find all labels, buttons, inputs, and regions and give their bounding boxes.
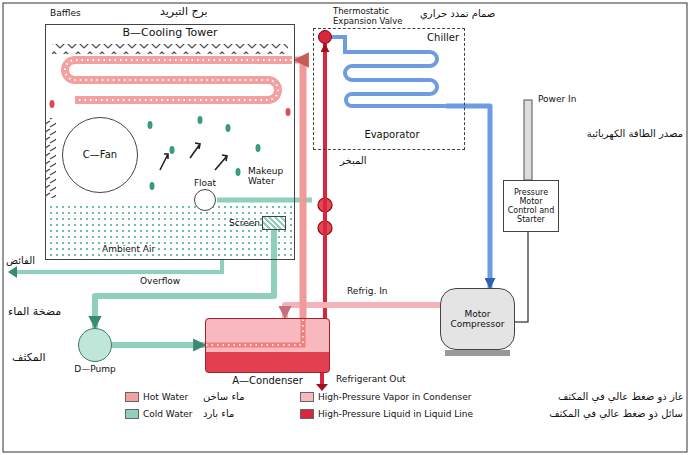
compressor-base	[445, 350, 510, 356]
compressor: Motor Compressor	[440, 288, 515, 350]
pipe-connector	[295, 60, 303, 318]
fan: C—Fan	[62, 117, 138, 193]
condenser-liquid	[206, 352, 329, 372]
annotation: المبخر	[340, 155, 367, 167]
annotation: المكثف	[12, 352, 46, 365]
legend-swatch	[300, 409, 314, 419]
refrigerant-out-arrow	[316, 384, 328, 391]
makeup-pipe	[217, 198, 312, 203]
cooling-tower: B—Cooling TowerC—FanFloatScreen	[45, 24, 295, 260]
legend-item: Hot Water	[125, 392, 188, 402]
tower-basin	[46, 205, 294, 259]
condenser-coil	[206, 319, 303, 345]
power-conduit	[524, 100, 532, 180]
legend-text: High-Pressure Vapor in Condenser	[318, 392, 471, 402]
node-label: Screen	[229, 218, 260, 228]
annotation: الفائض	[6, 255, 35, 267]
water-drop	[148, 121, 153, 129]
hot-drop	[50, 100, 55, 108]
node-label: D—Pump	[74, 364, 115, 374]
node-label: Motor Compressor	[444, 309, 511, 330]
water-drop	[226, 124, 231, 132]
annotation: Overflow	[140, 276, 180, 286]
legend-swatch	[125, 392, 139, 402]
condenser-vapor	[205, 318, 330, 373]
legend-item: High-Pressure Vapor in Condenser	[300, 392, 471, 402]
pipe-connector	[95, 230, 274, 328]
annotation: برج التبريد	[160, 6, 208, 19]
legend-swatch	[300, 392, 314, 402]
legend-swatch	[125, 409, 139, 419]
air-louvers	[46, 118, 56, 198]
spray-coil	[65, 60, 292, 100]
legend-item: Cold Water	[125, 409, 192, 419]
baffles	[52, 44, 288, 54]
node-label: Pressure Motor Control and Starter	[507, 188, 555, 225]
node-label: B—Cooling Tower	[122, 27, 217, 40]
edge-label: Refrig. In	[345, 286, 390, 296]
legend-text: Cold Water	[143, 409, 192, 419]
frame	[3, 3, 687, 452]
annotation: Refrigerant Out	[336, 374, 406, 384]
pipe-connector	[285, 305, 440, 318]
float: Float	[194, 189, 216, 211]
pipe-connector	[323, 44, 327, 318]
node-label: C—Fan	[83, 149, 117, 161]
node-label: A—Condenser	[232, 375, 303, 387]
annotation: غاز ذو ضغط عالي في المكثف	[515, 391, 683, 403]
motor-control: Pressure Motor Control and Starter	[503, 180, 559, 232]
air-arrow	[190, 143, 200, 158]
overflow-pipe	[16, 260, 222, 272]
condenser: A—Condenser	[205, 318, 330, 373]
annotation: ماء ساخن	[203, 391, 245, 403]
node-label: Float	[194, 178, 216, 188]
hot-drop	[286, 108, 291, 116]
pipe-connector	[112, 342, 205, 348]
annotation: Power In	[538, 94, 576, 104]
evaporator-coil	[332, 37, 446, 106]
annotation: مصدر الطاقة الكهربائية	[545, 128, 683, 140]
water-drop	[236, 168, 241, 176]
water-drop	[170, 146, 175, 154]
annotation: ماء بارد	[203, 408, 234, 420]
expansion-valve: Thermostatic Expansion Valve	[318, 30, 332, 44]
node-label: Evaporator	[364, 129, 419, 141]
evaporator: Evaporator	[338, 46, 446, 142]
pipe-connector	[446, 106, 490, 288]
annotation: سائل ذو ضغط عالي في المكثف	[515, 408, 683, 420]
annotation: Makeup Water	[248, 166, 292, 187]
screen: Screen	[262, 216, 286, 230]
water-drop	[256, 144, 261, 152]
spray-coil-dots	[65, 60, 292, 100]
chiller: Chiller Thermostatic Expansion ValveEvapo…	[313, 28, 465, 150]
pipe-connector	[515, 232, 528, 322]
air-arrow	[215, 155, 227, 170]
legend-item: High-Pressure Liquid in Liquid Line	[300, 409, 473, 419]
node-label: Chiller	[427, 32, 459, 44]
legend-text: High-Pressure Liquid in Liquid Line	[318, 409, 473, 419]
annotation: Ambient Air	[100, 244, 157, 254]
pump: D—Pump	[78, 328, 112, 362]
condenser-coil-dots	[206, 319, 303, 345]
annotation: مضخة الماء	[8, 306, 61, 319]
annotation: صمام تمدد حراري	[420, 8, 495, 20]
legend-text: Hot Water	[143, 392, 188, 402]
overflow-arrow	[8, 266, 17, 278]
tower-ground	[45, 24, 295, 260]
air-arrow	[160, 154, 168, 170]
annotation: Baffles	[50, 8, 81, 18]
water-drop	[150, 182, 155, 190]
refrigerant-out-pipe	[320, 373, 324, 385]
node-label: Thermostatic Expansion Valve	[333, 7, 417, 27]
water-drop	[198, 116, 203, 124]
